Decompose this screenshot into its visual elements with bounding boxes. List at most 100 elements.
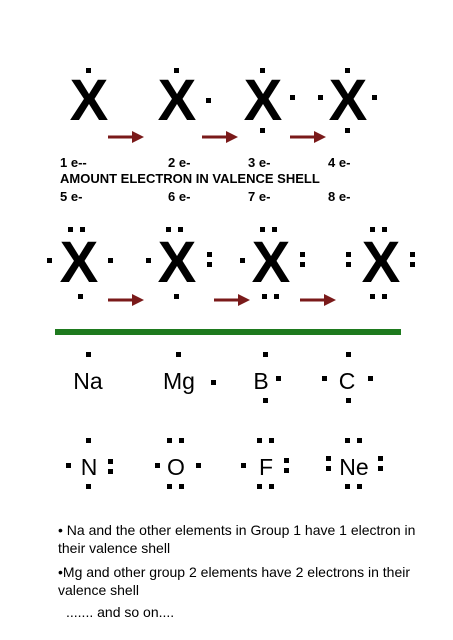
electron-dot [382, 227, 387, 232]
electron-dot [262, 294, 267, 299]
count-label: 4 e- [328, 155, 351, 170]
electron-dot [167, 438, 172, 443]
electron-dot [326, 466, 331, 471]
electron-dot [269, 438, 274, 443]
electron-dot [66, 463, 71, 468]
electron-dot [174, 294, 179, 299]
element-symbol: F [258, 454, 274, 480]
electron-dot [108, 258, 113, 263]
electron-dot [86, 68, 91, 73]
element-symbol: Ne [339, 454, 369, 480]
electron-dot [368, 376, 373, 381]
electron-dot [167, 484, 172, 489]
electron-dot [378, 456, 383, 461]
electron-dot [155, 463, 160, 468]
count-label: 6 e- [168, 189, 191, 204]
count-label: 7 e- [248, 189, 271, 204]
element-symbol: Mg [163, 368, 195, 394]
electron-dot [86, 484, 91, 489]
right-arrow-icon [108, 131, 144, 143]
electron-dot [410, 252, 415, 257]
count-label: 1 e-- [60, 155, 87, 170]
right-arrow-icon [108, 294, 144, 306]
electron-dot [207, 252, 212, 257]
right-arrow-icon [300, 294, 336, 306]
electron-dot [179, 438, 184, 443]
electron-dot [290, 95, 295, 100]
electron-dot [346, 262, 351, 267]
electron-dot [86, 352, 91, 357]
electron-dot [357, 484, 362, 489]
electron-dot [370, 227, 375, 232]
electron-dot [207, 262, 212, 267]
x-letter: X [243, 68, 283, 133]
x-letter: X [69, 68, 109, 133]
electron-dot [47, 258, 52, 263]
electron-dot [382, 294, 387, 299]
electron-dot [206, 98, 211, 103]
electron-dot [284, 458, 289, 463]
electron-dot [263, 352, 268, 357]
electron-dot [263, 398, 268, 403]
electron-dot [211, 380, 216, 385]
electron-dot [346, 398, 351, 403]
electron-dot [372, 95, 377, 100]
right-arrow-icon [290, 131, 326, 143]
electron-dot [318, 95, 323, 100]
electron-dot [326, 456, 331, 461]
note-group1: • Na and the other elements in Group 1 h… [58, 522, 416, 556]
electron-dot [241, 463, 246, 468]
count-label: 5 e- [60, 189, 83, 204]
electron-dot [174, 68, 179, 73]
electron-dot [345, 438, 350, 443]
electron-dot [260, 227, 265, 232]
x-letter: X [251, 230, 291, 295]
electron-dot [240, 258, 245, 263]
element-symbol: O [167, 454, 185, 480]
electron-dot [345, 128, 350, 133]
electron-dot [370, 294, 375, 299]
electron-dot [68, 227, 73, 232]
x-letter: X [59, 230, 99, 295]
note-group2: •Mg and other group 2 elements have 2 el… [58, 564, 410, 598]
electron-dot [166, 227, 171, 232]
electron-dot [346, 252, 351, 257]
electron-dot [269, 484, 274, 489]
electron-dot [276, 376, 281, 381]
electron-dot [178, 227, 183, 232]
valence-heading: AMOUNT ELECTRON IN VALENCE SHELL [60, 171, 320, 186]
element-symbol: C [338, 368, 356, 394]
right-arrow-icon [202, 131, 238, 143]
electron-dot [357, 438, 362, 443]
electron-dot [257, 484, 262, 489]
electron-dot [322, 376, 327, 381]
x-letter: X [157, 68, 197, 133]
count-label: 3 e- [248, 155, 271, 170]
electron-dot [284, 468, 289, 473]
electron-dot [300, 262, 305, 267]
electron-dot [274, 294, 279, 299]
electron-dot [260, 68, 265, 73]
electron-dot [300, 252, 305, 257]
x-letter: X [157, 230, 197, 295]
electron-dot [108, 459, 113, 464]
electron-dot [78, 294, 83, 299]
electron-dot [345, 484, 350, 489]
electron-dot [345, 68, 350, 73]
x-letter: X [361, 230, 401, 295]
electron-dot [179, 484, 184, 489]
electron-dot [260, 128, 265, 133]
count-label: 2 e- [168, 155, 191, 170]
electron-dot [378, 466, 383, 471]
electron-dot [346, 352, 351, 357]
electron-dot [86, 438, 91, 443]
electron-dot [108, 469, 113, 474]
electron-dot [196, 463, 201, 468]
electron-dot [410, 262, 415, 267]
element-symbol: B [253, 368, 269, 394]
element-symbol: N [80, 454, 98, 480]
electron-dot [146, 258, 151, 263]
electron-dot [272, 227, 277, 232]
electron-dot [257, 438, 262, 443]
electron-dot [176, 352, 181, 357]
